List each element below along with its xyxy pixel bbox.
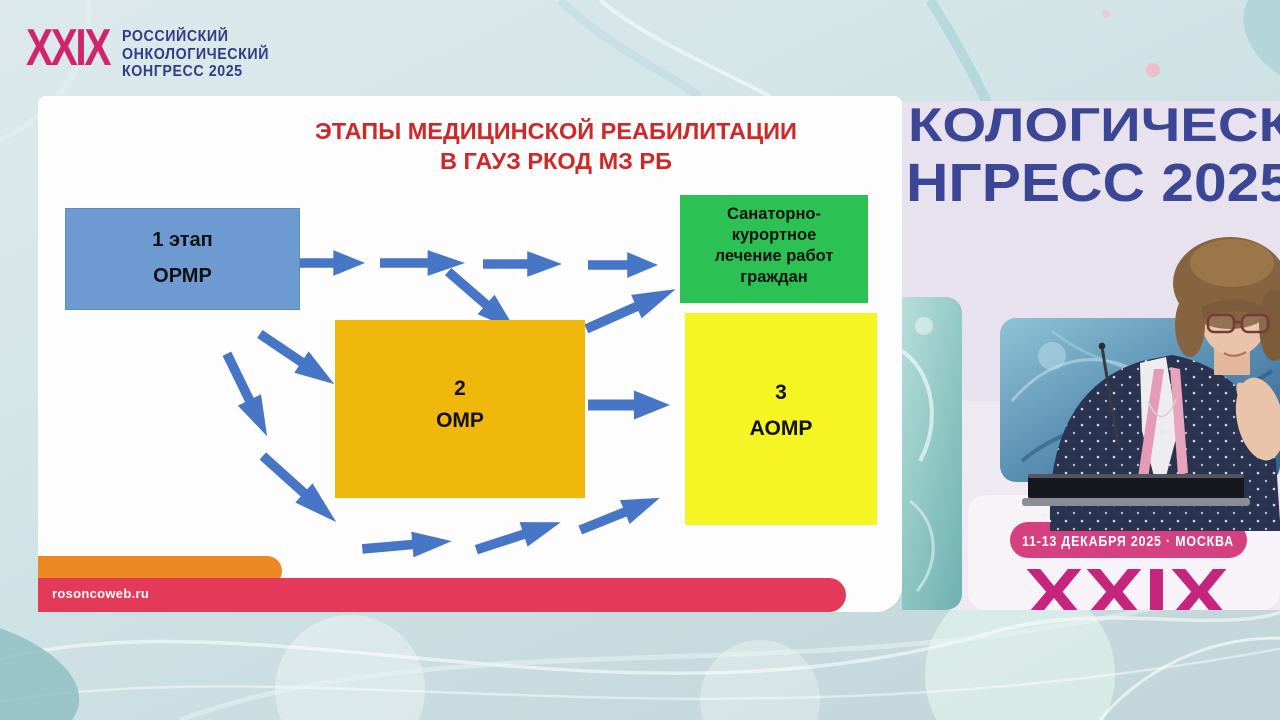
- flow-arrow: [213, 347, 280, 443]
- speaker-pendant: [1159, 429, 1165, 435]
- speaker-lanyard: [1170, 367, 1188, 475]
- backdrop-side-art: [902, 297, 962, 610]
- slide-card: ЭТАПЫ МЕДИЦИНСКОЙ РЕАБИЛИТАЦИИ В ГАУЗ РК…: [38, 96, 902, 612]
- slide-title: ЭТАПЫ МЕДИЦИНСКОЙ РЕАБИЛИТАЦИИ В ГАУЗ РК…: [228, 116, 884, 176]
- podium-mic-head: [1098, 342, 1106, 350]
- logo-roman-numeral: XXIX: [26, 19, 111, 77]
- podium-mic: [1100, 346, 1120, 446]
- date-pill-text: 11-13 ДЕКАБРЯ 2025 · МОСКВА: [1022, 533, 1234, 550]
- flow-arrow: [483, 251, 562, 277]
- podium-laptop: [1022, 474, 1250, 506]
- logo-text-line: РОССИЙСКИЙ: [122, 28, 229, 45]
- slide-title-line2: В ГАУЗ РКОД МЗ РБ: [440, 148, 672, 174]
- logo-text: РОССИЙСКИЙ ОНКОЛОГИЧЕСКИЙ КОНГРЕСС 2025: [122, 28, 269, 81]
- flow-arrow: [472, 508, 566, 564]
- flow-arrow: [588, 390, 670, 420]
- speaker-hair-highlight: [1190, 239, 1274, 287]
- logo-text-line: ОНКОЛОГИЧЕСКИЙ: [122, 45, 270, 63]
- logo-text-line: КОНГРЕСС 2025: [122, 63, 243, 80]
- backdrop-text-line2: НГРЕСС 2025: [906, 153, 1280, 213]
- speaker-video-frame: КОЛОГИЧЕСК НГРЕСС 2025 11-13 ДЕКАБРЯ 202…: [902, 101, 1280, 610]
- banner-roman-numeral: XXIX: [1024, 554, 1229, 610]
- backdrop-text-line1: КОЛОГИЧЕСК: [908, 101, 1280, 151]
- footer-ribbon-red: rosoncoweb.ru: [38, 578, 846, 612]
- sanatorium-line: граждан: [740, 268, 808, 286]
- sanatorium-line: лечение работ: [714, 247, 834, 265]
- stage2-line1: 2: [454, 377, 466, 400]
- speaker-necklace: [1147, 398, 1177, 418]
- stage2-line2: ОМР: [436, 409, 484, 432]
- congress-logo: XXIX РОССИЙСКИЙ ОНКОЛОГИЧЕСКИЙ КОНГРЕСС …: [26, 19, 286, 84]
- stage3-box: 3 АОМР: [685, 313, 877, 525]
- footer-url: rosoncoweb.ru: [52, 586, 150, 601]
- speaker-shirt: [1140, 357, 1178, 499]
- flow-arrow: [251, 321, 342, 396]
- speaker-lanyard: [1138, 369, 1164, 479]
- flow-arrow: [580, 275, 682, 342]
- sanatorium-line: Санаторно-: [727, 205, 821, 223]
- speaker-video: КОЛОГИЧЕСК НГРЕСС 2025 11-13 ДЕКАБРЯ 202…: [902, 101, 1280, 610]
- flow-arrow: [293, 250, 365, 276]
- speaker-fringe: [1202, 299, 1268, 320]
- stage1-line1: 1 этап: [152, 229, 213, 251]
- speaker-hair-side: [1259, 289, 1280, 361]
- sanatorium-box: Санаторно- курортное лечение работ гражд…: [680, 195, 868, 303]
- stage2-box: 2 ОМР: [335, 320, 585, 498]
- stage3-line1: 3: [775, 381, 787, 404]
- slide-title-line1: ЭТАПЫ МЕДИЦИНСКОЙ РЕАБИЛИТАЦИИ: [315, 118, 797, 144]
- speaker-thumb: [1236, 382, 1256, 412]
- stage1-line2: ОРМР: [153, 265, 212, 287]
- flow-arrow: [575, 484, 666, 544]
- flow-arrow: [361, 526, 453, 564]
- flow-arrow: [253, 445, 347, 534]
- speaker-glasses: [1206, 313, 1270, 334]
- speaker-hair-side: [1175, 293, 1205, 357]
- speaker-mouth: [1223, 351, 1247, 357]
- stage1-box: 1 этап ОРМР: [65, 208, 300, 310]
- stage3-line2: АОМР: [749, 417, 813, 440]
- sanatorium-line: курортное: [731, 226, 817, 244]
- flow-arrow: [588, 252, 658, 278]
